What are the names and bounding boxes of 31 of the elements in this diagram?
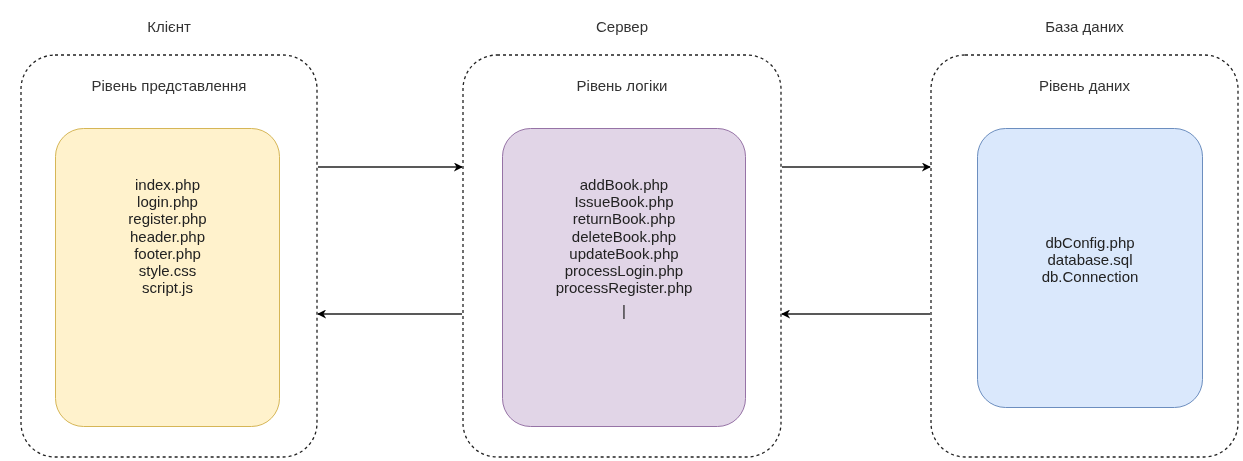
tier-heading: База даних <box>1044 18 1125 35</box>
file-name: style.css <box>137 262 198 280</box>
arrow <box>781 162 931 172</box>
layer-title: Рівень логіки <box>575 77 669 94</box>
arrow <box>781 309 931 319</box>
file-name: script.js <box>141 279 194 297</box>
tier-heading: Сервер <box>595 18 649 35</box>
tier-heading: Клієнт <box>146 18 192 35</box>
file-name: updateBook.php <box>568 244 680 262</box>
file-name: IssueBook.php <box>573 193 675 211</box>
file-name: processRegister.php <box>554 279 694 297</box>
file-list-box <box>55 128 280 427</box>
file-name: index.php <box>133 176 202 194</box>
arrow <box>317 162 463 172</box>
file-name: processLogin.php <box>563 262 685 280</box>
file-list-box <box>502 128 746 427</box>
file-name: register.php <box>127 210 208 228</box>
file-name: | <box>621 302 627 320</box>
file-name: database.sql <box>1046 251 1134 269</box>
file-name: footer.php <box>134 244 201 262</box>
file-name: dbConfig.php <box>1044 234 1136 252</box>
file-name: header.php <box>128 227 207 245</box>
file-name: db.Connection <box>1040 268 1140 286</box>
layer-title: Рівень даних <box>1038 77 1131 94</box>
layer-title: Рівень представлення <box>90 77 248 94</box>
file-name: login.php <box>136 193 199 211</box>
file-name: returnBook.php <box>571 210 677 228</box>
file-name: deleteBook.php <box>570 227 678 245</box>
file-name: addBook.php <box>578 176 670 194</box>
file-list-box <box>977 128 1203 408</box>
arrow <box>317 309 463 319</box>
